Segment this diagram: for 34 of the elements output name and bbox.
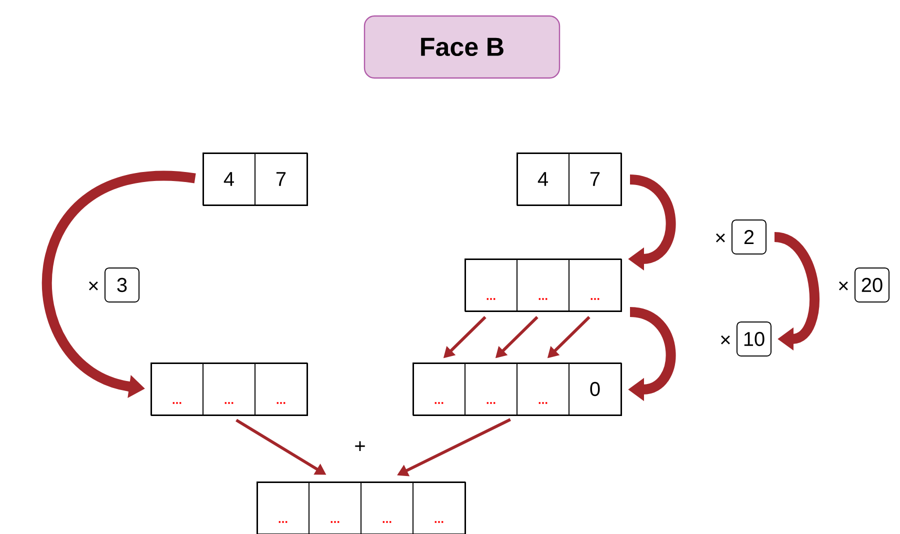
multiplier-box: 3 — [104, 268, 140, 302]
digit-cell: 0 — [568, 362, 622, 416]
digit-grid — [203, 153, 308, 206]
times-sign: × — [89, 281, 98, 290]
blank-cell: ... — [412, 362, 466, 416]
blank-cell: ... — [464, 258, 518, 312]
blank-cell: ... — [308, 482, 362, 534]
digit-grid — [517, 153, 622, 206]
times-sign: × — [839, 281, 848, 290]
multiplier-box: 10 — [736, 322, 772, 356]
digit-cell: 7 — [568, 152, 622, 206]
blank-cell: ... — [202, 362, 256, 416]
blank-cell: ... — [256, 482, 310, 534]
digit-grid — [257, 482, 466, 534]
digit-cell: 4 — [202, 152, 256, 206]
digit-grid — [151, 363, 308, 416]
digit-grid — [465, 259, 622, 312]
blank-cell: ... — [150, 362, 204, 416]
blank-cell: ... — [516, 362, 570, 416]
multiplier-box: 20 — [854, 268, 890, 302]
blank-cell: ... — [516, 258, 570, 312]
blank-cell: ... — [412, 482, 466, 534]
times-sign: × — [721, 335, 730, 344]
multiplier-box: 2 — [732, 220, 766, 254]
digit-cell: 7 — [254, 152, 308, 206]
blank-cell: ... — [568, 258, 622, 312]
title-box: Face B — [364, 15, 560, 79]
times-sign: × — [716, 233, 725, 242]
digit-grid — [413, 363, 622, 416]
blank-cell: ... — [464, 362, 518, 416]
blank-cell: ... — [254, 362, 308, 416]
blank-cell: ... — [360, 482, 414, 534]
plus-sign: + — [355, 441, 365, 451]
digit-cell: 4 — [516, 152, 570, 206]
